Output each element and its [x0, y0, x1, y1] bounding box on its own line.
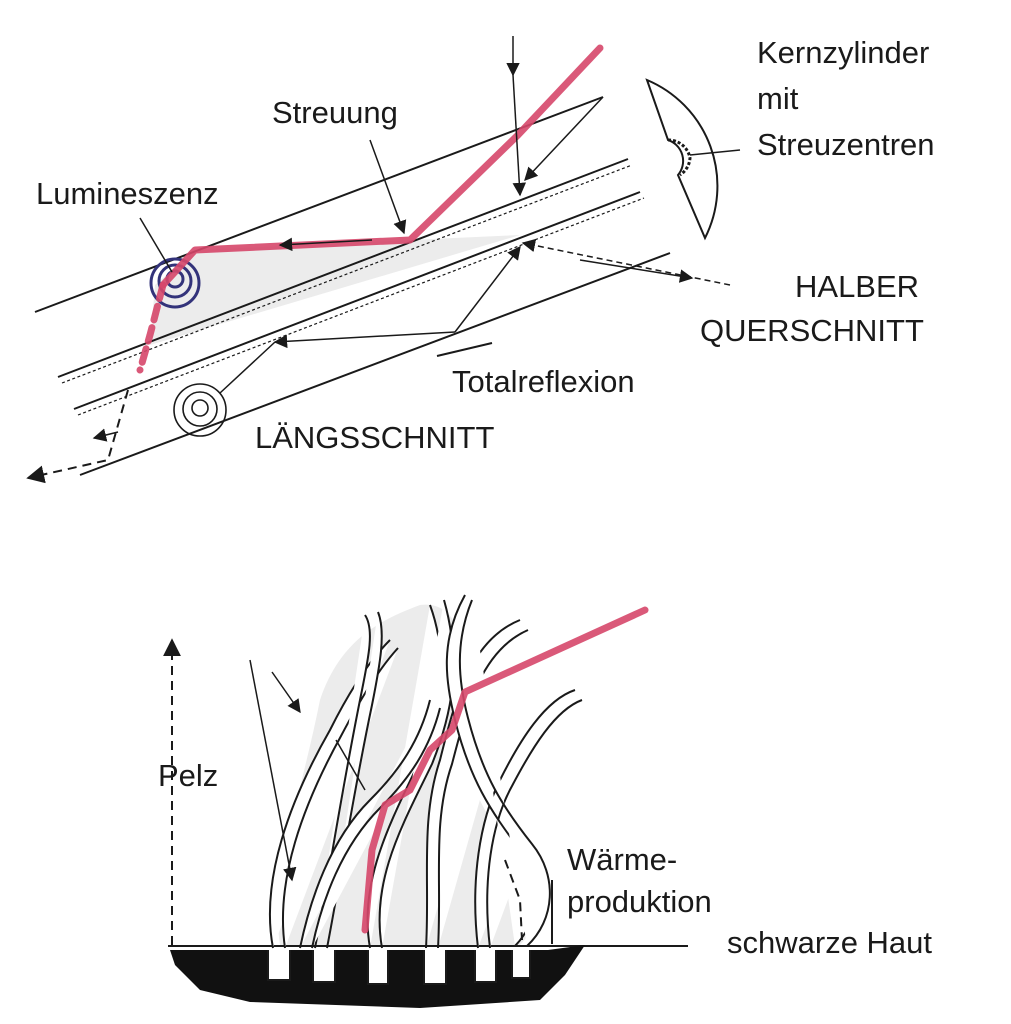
- totalreflexion-underline: [436, 342, 493, 357]
- luminescence-region: [150, 235, 520, 345]
- label-querschnitt: QUERSCHNITT: [700, 313, 924, 348]
- label-totalreflexion: Totalreflexion: [452, 364, 635, 399]
- incident-vertical: [512, 74, 527, 197]
- halber-arrow-2: [579, 259, 694, 283]
- exit-arrow-small: [92, 428, 119, 442]
- label-produktion: produktion: [567, 884, 712, 919]
- laengs-leader: [219, 341, 276, 394]
- longitudinal-spiral-icon: [173, 383, 227, 437]
- label-mit: mit: [757, 81, 799, 116]
- half-cross-section-shape: [645, 78, 741, 241]
- light-ray-path: [159, 44, 604, 289]
- label-streuung: Streuung: [272, 95, 398, 130]
- fur-incident-arrow-1: [249, 659, 297, 882]
- label-halber: HALBER: [795, 269, 919, 304]
- label-streuzentren: Streuzentren: [757, 127, 935, 162]
- core-cylinder-chain-upper: [57, 158, 633, 384]
- bottom-diagram: Pelz Wärme- produktion schwarze Haut: [158, 594, 932, 1008]
- label-schwarze-haut: schwarze Haut: [727, 925, 932, 960]
- label-laengsschnitt: LÄNGSSCHNITT: [255, 420, 494, 455]
- top-diagram: Kernzylinder mit Streuzentren Streuung L…: [26, 35, 935, 484]
- scatter-reflect-arrow: [524, 96, 604, 181]
- core-cylinder-chain-lower: [73, 191, 645, 416]
- inner-back-arrow: [278, 237, 373, 252]
- fur-incident-arrow-2: [271, 671, 301, 714]
- fur-light-ray: [361, 606, 649, 934]
- tir-back-arrow: [273, 331, 456, 349]
- tir-up-arrow: [454, 245, 521, 333]
- hair-outer-top-line: [34, 96, 604, 313]
- light-ray-dashed: [136, 281, 167, 374]
- halber-leader: [521, 238, 731, 286]
- label-pelz: Pelz: [158, 758, 218, 793]
- streuung-leader: [369, 139, 407, 235]
- lumineszenz-leader: [139, 217, 173, 273]
- exit-dashed-ray: [26, 389, 129, 484]
- hair-follicles: [267, 950, 531, 985]
- hair-strands: [269, 594, 583, 949]
- fur-reflection-arrow: [335, 739, 366, 791]
- hair-outer-bottom-line: [79, 252, 671, 476]
- label-waerme: Wärme-: [567, 842, 677, 877]
- label-lumineszenz: Lumineszenz: [36, 176, 219, 211]
- label-kernzylinder: Kernzylinder: [757, 35, 929, 70]
